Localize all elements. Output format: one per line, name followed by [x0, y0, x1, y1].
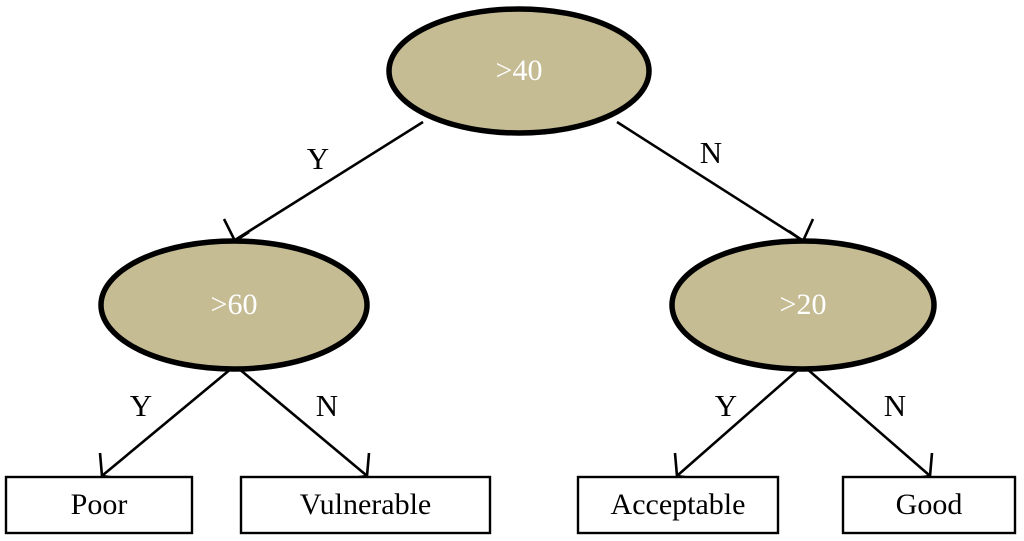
edge-line-right-good	[805, 367, 930, 476]
leaf-node-acceptable[interactable]: Acceptable	[576, 475, 780, 535]
edge-left-poor	[98, 366, 233, 481]
leaf-node-good-label: Good	[896, 488, 963, 521]
decision-node-right-shape[interactable]	[669, 238, 937, 372]
decision-node-left[interactable]: >60	[98, 238, 370, 372]
decision-node-right[interactable]: >20	[669, 238, 937, 372]
leaf-node-poor-label: Poor	[71, 488, 128, 521]
edge-left-vulnerable	[237, 367, 371, 481]
edge-line-left-poor	[102, 366, 233, 477]
edge-label-left-vulnerable: N	[316, 388, 338, 423]
decision-node-root[interactable]: >40	[386, 6, 652, 136]
edge-line-root-left	[234, 120, 424, 242]
leaf-node-vulnerable[interactable]: Vulnerable	[239, 475, 492, 535]
decision-nodes-group: >40 >60 >20	[98, 6, 937, 372]
leaf-node-vulnerable-label: Vulnerable	[300, 488, 431, 521]
edge-line-left-vulnerable	[237, 367, 367, 476]
leaf-node-vulnerable-shape[interactable]	[239, 475, 492, 535]
decision-node-root-shape[interactable]	[386, 6, 652, 136]
edge-label-right-acceptable: Y	[715, 388, 737, 423]
decision-node-right-label: >20	[780, 288, 827, 321]
arrow-head-root-right	[788, 218, 815, 243]
leaf-nodes-group: Poor Vulnerable Acceptable Good	[4, 475, 1017, 535]
edge-root-left	[222, 120, 424, 243]
decision-node-left-shape[interactable]	[98, 238, 370, 372]
edge-right-good	[805, 367, 934, 481]
edge-line-root-right	[616, 120, 803, 242]
edge-labels-group: Y N Y N Y N	[130, 135, 906, 423]
leaf-node-acceptable-shape[interactable]	[576, 475, 780, 535]
edge-right-acceptable	[673, 367, 801, 481]
leaf-node-poor-shape[interactable]	[4, 475, 194, 535]
decision-node-left-label: >60	[211, 288, 258, 321]
decision-node-root-label: >40	[496, 54, 543, 87]
leaf-node-good-shape[interactable]	[841, 475, 1017, 535]
leaf-node-good[interactable]: Good	[841, 475, 1017, 535]
edge-label-left-poor: Y	[130, 388, 152, 423]
edge-line-right-acceptable	[677, 367, 801, 476]
leaf-node-acceptable-label: Acceptable	[611, 488, 746, 521]
edge-label-root-right: N	[700, 135, 722, 170]
edge-label-right-good: N	[884, 388, 906, 423]
leaf-node-poor[interactable]: Poor	[4, 475, 194, 535]
edge-label-root-left: Y	[307, 141, 329, 176]
